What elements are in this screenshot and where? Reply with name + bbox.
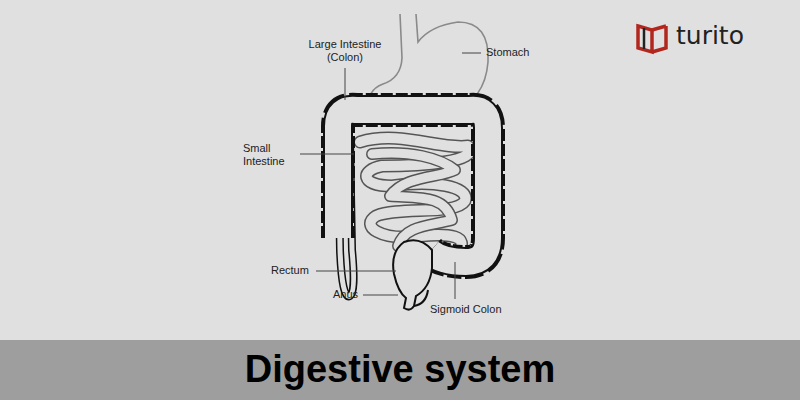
leader-lines [300,53,481,299]
part-label: Anus [333,288,358,301]
logo-icon [638,26,666,52]
part-label: Rectum [271,264,309,277]
part-label: Large Intestine (Colon) [299,38,391,64]
rectum-drawing [393,240,432,309]
large-intestine-drawing [338,110,488,262]
diagram-title: Digestive system [0,343,800,395]
logo-text: turito [676,22,744,50]
small-intestine-drawing [360,138,470,252]
title-band [0,340,800,400]
part-label: Stomach [486,46,529,59]
part-label: Small Intestine [243,142,298,168]
part-label: Sigmoid Colon [430,303,502,316]
